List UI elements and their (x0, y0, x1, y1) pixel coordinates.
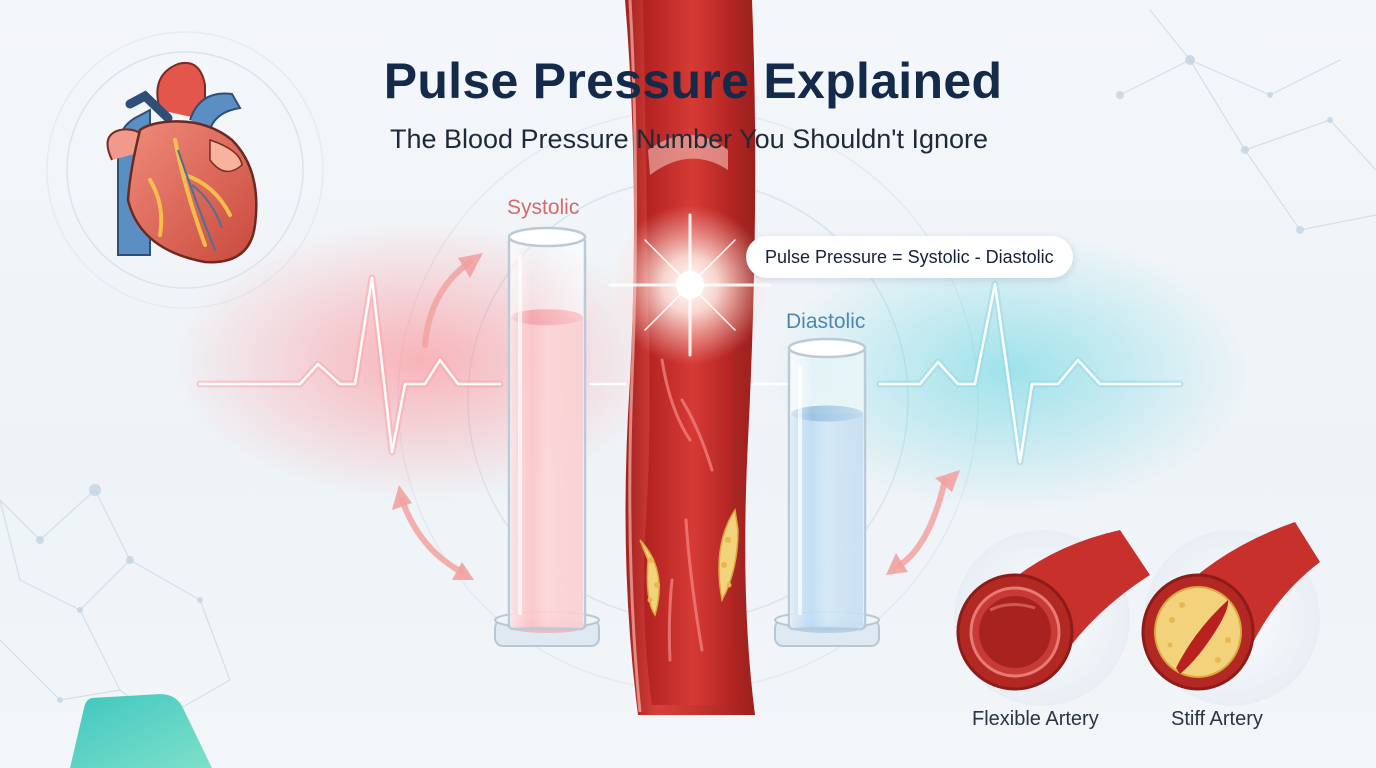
flexible-artery-label: Flexible Artery (972, 708, 1099, 730)
heart-icon (106, 62, 258, 264)
ecg-waveform-icon (196, 274, 1184, 466)
page-subtitle: The Blood Pressure Number You Shouldn't … (389, 124, 989, 154)
pressure-arrows (399, 259, 948, 575)
network-dots (36, 55, 1333, 703)
page-title: Pulse Pressure Explained (383, 53, 1003, 109)
systolic-glow (170, 220, 670, 500)
formula-badge: Pulse Pressure = Systolic - Diastolic (746, 236, 1073, 278)
stiff-artery-label: Stiff Artery (1171, 708, 1263, 730)
diastolic-label: Diastolic (786, 310, 866, 333)
arrow-heads (392, 253, 960, 580)
hexagon-decoration-icon (70, 694, 212, 768)
flexible-artery-icon (954, 530, 1150, 706)
diastolic-glow (770, 230, 1250, 510)
stiff-artery-icon (1141, 522, 1320, 706)
systolic-tube (494, 226, 600, 647)
systolic-label: Systolic (507, 196, 580, 219)
diastolic-tube (774, 337, 880, 647)
